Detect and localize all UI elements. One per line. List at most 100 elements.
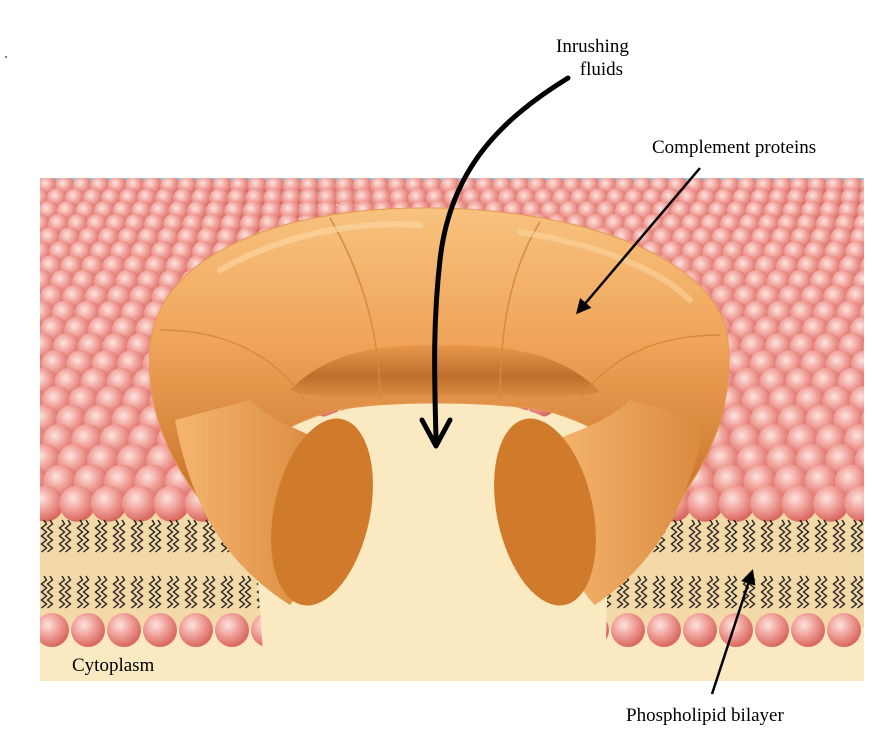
- lipid-tail: [76, 575, 84, 609]
- lipid-tail: [748, 519, 756, 553]
- lipid-tail: [694, 519, 702, 553]
- lipid-head: [827, 613, 861, 647]
- lipid-tail: [838, 519, 846, 553]
- lipid-head: [755, 613, 789, 647]
- lipid-tail: [184, 575, 192, 609]
- inrushing-fluids-label-line2: fluids: [579, 59, 624, 80]
- lipid-tail: [208, 575, 216, 609]
- lipid-head: [611, 613, 645, 647]
- lipid-tail: [154, 575, 162, 609]
- lipid-tail: [190, 575, 198, 609]
- lipid-tail: [820, 575, 828, 609]
- lipid-tail: [706, 519, 714, 553]
- lipid-tail: [814, 575, 822, 609]
- complement-proteins-label: Complement proteins: [652, 137, 817, 158]
- lipid-tail: [172, 575, 180, 609]
- lipid-head: [791, 613, 825, 647]
- lipid-tail: [724, 519, 732, 553]
- inrushing-fluids-label-line1: Inrushing: [556, 36, 629, 57]
- lipid-tail: [658, 575, 666, 609]
- lipid-head: [40, 207, 41, 216]
- lipid-tail: [226, 575, 234, 609]
- lipid-tail: [766, 519, 774, 553]
- lipid-tail: [796, 575, 804, 609]
- lipid-tail: [832, 519, 840, 553]
- lipid-tail: [148, 575, 156, 609]
- lipid-head: [862, 341, 864, 353]
- lipid-tail: [640, 575, 648, 609]
- lipid-tail: [706, 575, 714, 609]
- lipid-tail: [856, 519, 864, 553]
- lipid-tail: [100, 519, 108, 553]
- lipid-tail: [622, 575, 630, 609]
- lipid-tail: [802, 575, 810, 609]
- lipid-head: [40, 260, 43, 274]
- cytoplasm-label: Cytoplasm: [72, 655, 155, 676]
- lipid-tail: [94, 519, 102, 553]
- lipid-tail: [172, 519, 180, 553]
- lipid-tail: [166, 575, 174, 609]
- lipid-tail: [856, 575, 864, 609]
- lipid-head: [844, 485, 864, 522]
- lipid-tail: [190, 519, 198, 553]
- lipid-tail: [238, 575, 246, 609]
- lipid-head: [40, 613, 69, 647]
- inrushing-fluids-arrow: [432, 75, 571, 443]
- complement-proteins-pointer: [576, 167, 701, 315]
- lipid-head: [59, 485, 96, 522]
- inrushing-fluids-arrowhead: [419, 417, 453, 449]
- lipid-tail: [778, 575, 786, 609]
- lipid-tail: [64, 519, 72, 553]
- lipid-tail: [712, 575, 720, 609]
- lipid-tail: [850, 575, 858, 609]
- lipid-head: [179, 613, 213, 647]
- lipid-tail: [154, 519, 162, 553]
- lipid-tail: [118, 575, 126, 609]
- stray-mark: [5, 56, 7, 58]
- lipid-tail: [130, 519, 138, 553]
- lipid-tail: [670, 519, 678, 553]
- lipid-tail: [244, 575, 252, 609]
- lipid-tail: [676, 575, 684, 609]
- lipid-tail: [820, 519, 828, 553]
- lipid-tail: [724, 575, 732, 609]
- lipid-tail: [130, 575, 138, 609]
- lipid-tail: [760, 519, 768, 553]
- lipid-tail: [850, 519, 858, 553]
- lipid-head: [40, 320, 44, 340]
- lipid-tail: [652, 575, 660, 609]
- lipid-tail: [688, 575, 696, 609]
- lipid-tail: [202, 519, 210, 553]
- lipid-tail: [76, 519, 84, 553]
- lipid-tail: [40, 575, 48, 609]
- lipid-tail: [94, 575, 102, 609]
- lipid-tail: [220, 575, 228, 609]
- lipid-tail: [148, 519, 156, 553]
- lipid-tail: [136, 519, 144, 553]
- lipid-tail: [46, 519, 54, 553]
- lipid-tail: [796, 519, 804, 553]
- lipid-head: [71, 613, 105, 647]
- lipid-tail: [634, 575, 642, 609]
- lipid-tail: [784, 575, 792, 609]
- lipid-head: [40, 485, 64, 522]
- lipid-tail: [730, 519, 738, 553]
- lipid-tail: [766, 575, 774, 609]
- lipid-tail: [64, 575, 72, 609]
- lipid-tail: [40, 519, 48, 553]
- lipid-head: [90, 485, 127, 522]
- lipid-tail: [742, 519, 750, 553]
- lipid-head: [865, 241, 874, 264]
- lipid-head: [812, 485, 849, 522]
- lipid-tail: [760, 575, 768, 609]
- lipid-tail: [838, 575, 846, 609]
- lipid-head: [153, 485, 190, 522]
- lipid-head: [40, 289, 43, 306]
- lipid-tail: [166, 519, 174, 553]
- lipid-tail: [778, 519, 786, 553]
- lipid-tail: [184, 519, 192, 553]
- lipid-tail: [82, 519, 90, 553]
- lipid-tail: [676, 519, 684, 553]
- lipid-tail: [46, 575, 54, 609]
